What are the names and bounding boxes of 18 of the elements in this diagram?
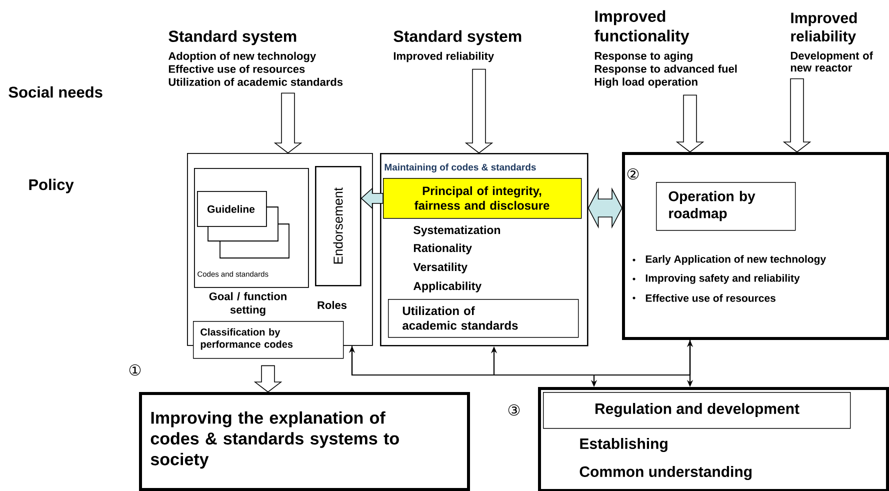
document-stack: Guideline <box>197 191 290 258</box>
classification-box: Classification by performance codes <box>193 321 344 359</box>
circled-number: ① <box>129 364 141 376</box>
need-group: Improved functionality Response to aging Response to advanced fuel High load operation <box>594 10 737 88</box>
title-box: Regulation and development <box>543 392 851 429</box>
block-arrow <box>588 187 622 229</box>
circled-number: ③ <box>508 404 520 416</box>
principle-box: Principal of integrity, fairness and disclosure <box>383 178 582 219</box>
title-box: Operation by roadmap <box>656 182 796 231</box>
utilization-box: Utilization of academic standards <box>388 299 579 338</box>
row-label: Social needs <box>8 86 102 98</box>
outcome-box: Improving the explanation of codes & standards systems to society <box>139 392 470 491</box>
connector-arrow <box>490 340 691 376</box>
need-group: Standard system Adoption of new technology Effective use of resources Utilization of academic standards <box>168 30 343 86</box>
endorsement-box: Endorsement <box>315 166 362 286</box>
need-group: Improved reliability Development of new reactor <box>790 12 873 72</box>
row-label: Policy <box>29 178 74 194</box>
need-group: Standard system Improved reliability <box>394 30 522 62</box>
